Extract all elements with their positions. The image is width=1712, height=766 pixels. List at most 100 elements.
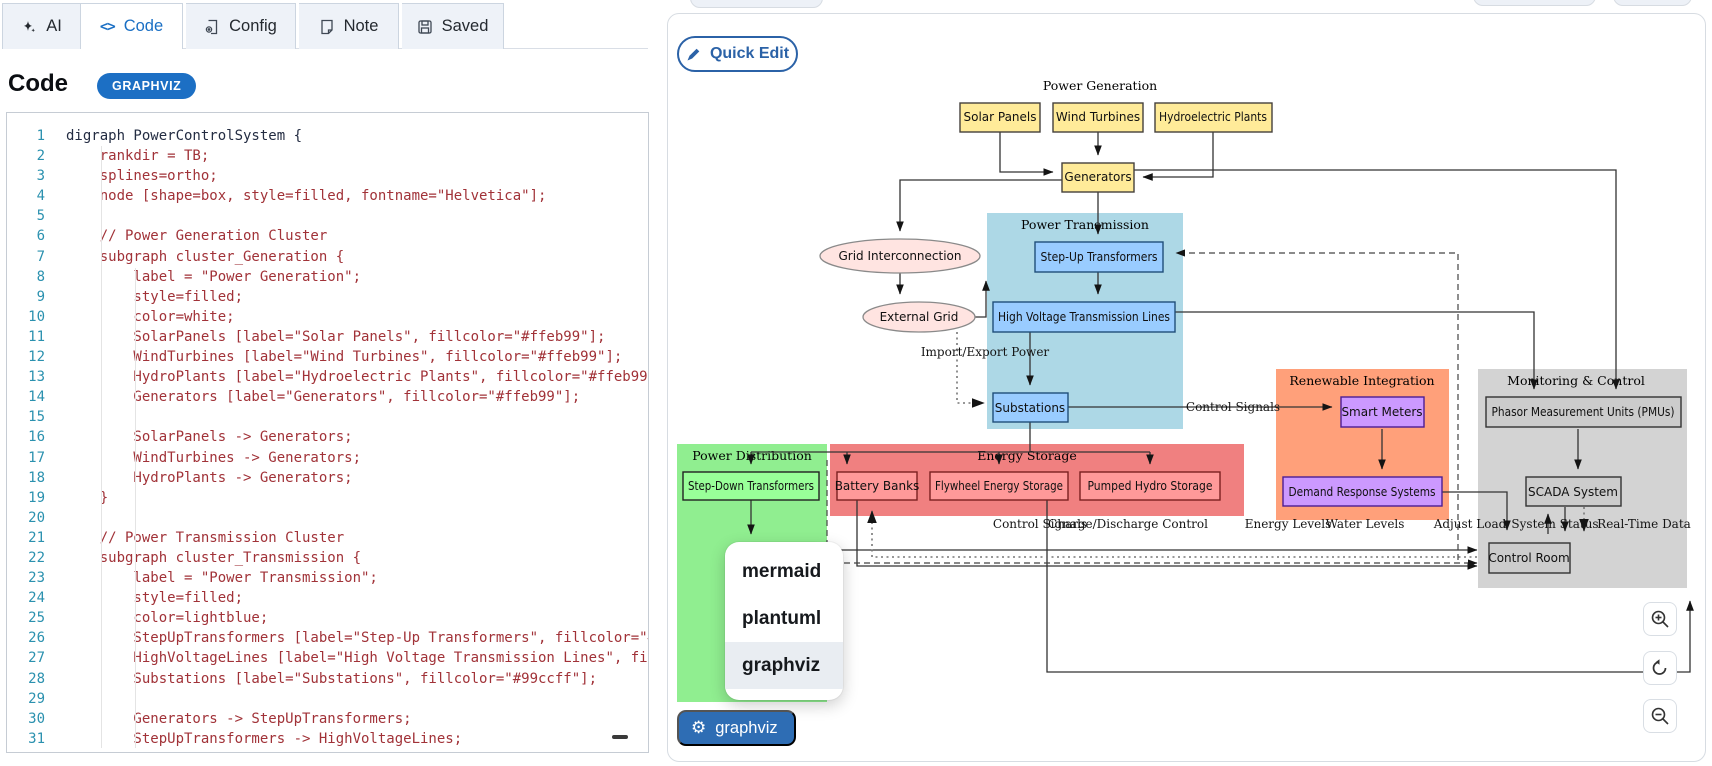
cluster-label: Energy Storage (977, 448, 1077, 463)
code-line: 4 node [shape=box, style=filled, fontnam… (7, 186, 648, 206)
tab-note[interactable]: Note (299, 3, 399, 49)
indent-guide (135, 268, 136, 748)
line-number: 19 (28, 489, 45, 506)
tab-label: Note (343, 17, 379, 35)
gear-file-icon (204, 19, 220, 35)
node-label: Flywheel Energy Storage (935, 479, 1063, 493)
line-number: 29 (28, 690, 45, 707)
zoom-in-button[interactable] (1643, 602, 1677, 636)
line-number: 20 (28, 509, 45, 526)
line-number: 17 (28, 449, 45, 466)
indent-guide (101, 146, 102, 748)
node-label: Battery Banks (835, 479, 920, 493)
node-external-grid (862, 301, 976, 333)
code-line: 26 StepUpTransformers [label="Step-Up Tr… (7, 628, 648, 648)
editor-horizontal-scrollbar[interactable] (612, 735, 628, 739)
tab-ai[interactable]: AI (2, 3, 81, 49)
dropdown-option-plantuml[interactable]: plantuml (742, 607, 822, 629)
node-grid-interconnection (819, 238, 981, 274)
line-number: 9 (36, 288, 45, 305)
line-number: 11 (28, 328, 45, 345)
tab-label: Saved (441, 17, 489, 35)
node-hydroelectric-plants (1154, 102, 1273, 133)
line-number: 8 (36, 268, 45, 285)
code-line: 6 // Power Generation Cluster (7, 226, 648, 246)
zoom-out-icon (1651, 707, 1669, 725)
line-number: 4 (36, 188, 45, 205)
code-line: 31 StepUpTransformers -> HighVoltageLine… (7, 729, 648, 749)
code-line: 7 subgraph cluster_Generation { (7, 247, 648, 267)
line-number: 30 (28, 710, 45, 727)
edge-label: Real-Time Data (1597, 517, 1691, 531)
node-label: Step-Down Transformers (688, 479, 814, 493)
reset-view-button[interactable] (1643, 651, 1677, 685)
code-line: 32 HighVoltageLines -> Substations; (7, 749, 648, 752)
node-label: Grid Interconnection (838, 249, 961, 263)
gear-icon: ⚙ (691, 718, 707, 738)
line-number: 2 (36, 148, 45, 165)
line-number: 14 (28, 389, 45, 406)
edge-label: Control Signals (993, 517, 1087, 531)
code-line: 19 } (7, 488, 648, 508)
code-line: 22 subgraph cluster_Transmission { (7, 548, 648, 568)
quick-edit-label: Quick Edit (709, 45, 790, 62)
edge-label: Charge/Discharge Control (1048, 517, 1208, 531)
line-number: 21 (28, 529, 45, 546)
code-line: 11 SolarPanels [label="Solar Panels", fi… (7, 327, 648, 347)
line-number: 12 (28, 349, 45, 366)
line-number: 15 (28, 409, 45, 426)
line-number: 5 (36, 208, 45, 225)
line-number: 10 (28, 308, 45, 325)
node-label: Pumped Hydro Storage (1088, 479, 1213, 493)
node-label: Step-Up Transformers (1041, 250, 1158, 264)
line-number: 28 (28, 670, 45, 687)
edge-label: Import/Export Power (921, 345, 1050, 359)
edge-label: Energy Levels (1245, 517, 1332, 531)
tab-saved[interactable]: Saved (402, 3, 504, 49)
node-solar-panels (959, 102, 1041, 133)
node-scada-system (1525, 476, 1622, 507)
node-label: SCADA System (1528, 485, 1618, 499)
line-number: 26 (28, 630, 45, 647)
zoom-out-button[interactable] (1643, 699, 1677, 733)
line-number: 3 (36, 168, 45, 185)
quick-edit-button[interactable]: Quick Edit (677, 36, 798, 72)
code-line: 12 WindTurbines [label="Wind Turbines", … (7, 347, 648, 367)
tab-config[interactable]: Config (186, 3, 296, 49)
code-line: 18 HydroPlants -> Generators; (7, 468, 648, 488)
line-number: 6 (36, 228, 45, 245)
node-flywheel-storage (929, 471, 1069, 501)
dropdown-option-graphviz[interactable]: graphviz (725, 642, 843, 689)
node-label: Smart Meters (1341, 405, 1422, 419)
code-line: 14 Generators [label="Generators", fillc… (7, 387, 648, 407)
engine-selector-button[interactable]: ⚙ graphviz (677, 710, 796, 746)
line-number: 25 (28, 610, 45, 627)
code-line: 17 WindTurbines -> Generators; (7, 448, 648, 468)
line-number: 18 (28, 469, 45, 486)
code-line: 3 splines=ortho; (7, 166, 648, 186)
tab-label: Config (229, 17, 277, 35)
engine-dropdown: mermaid plantuml graphviz (725, 542, 843, 700)
node-label: Phasor Measurement Units (PMUs) (1492, 405, 1675, 419)
dropdown-option-mermaid[interactable]: mermaid (742, 560, 822, 582)
line-number: 31 (28, 730, 45, 747)
note-icon (319, 19, 335, 35)
code-line: 13 HydroPlants [label="Hydroelectric Pla… (7, 367, 648, 387)
line-number: 24 (28, 590, 45, 607)
code-line: 28 Substations [label="Substations", fil… (7, 669, 648, 689)
tab-code[interactable]: <> Code (81, 3, 183, 49)
code-line: 10 color=white; (7, 307, 648, 327)
cluster-label: Renewable Integration (1289, 373, 1434, 388)
pencil-icon (686, 47, 701, 62)
line-number: 23 (28, 570, 45, 587)
node-stepup-transformers (1034, 241, 1164, 273)
line-number: 7 (36, 248, 45, 265)
code-line: 29 (7, 689, 648, 709)
node-demand-response (1282, 476, 1443, 507)
cluster-label: Power Generation (1043, 78, 1157, 93)
node-label: Solar Panels (963, 110, 1036, 124)
cluster-label: Power Distribution (692, 448, 812, 463)
cluster-label: Power Transmission (1021, 217, 1149, 232)
